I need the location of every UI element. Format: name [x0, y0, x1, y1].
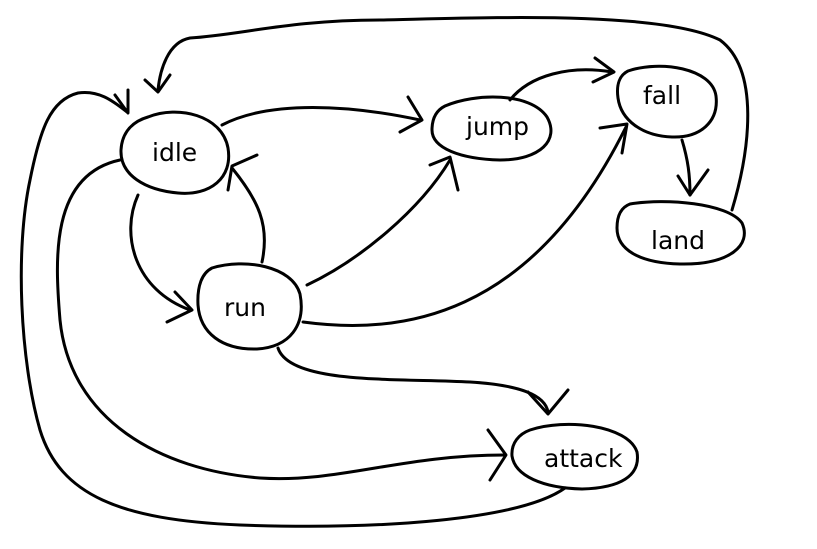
arrow-run-to-idle-line [230, 166, 266, 264]
state-run-outline [196, 262, 303, 351]
arrow-idle-to-attack-line [55, 158, 507, 481]
arrow-land-to-idle-head [143, 73, 172, 94]
arrow-fall-to-land-line [680, 138, 692, 197]
state-fall-outline [616, 64, 718, 139]
arrow-run-to-jump-head [428, 155, 460, 192]
arrow-idle-to-attack-head [486, 428, 508, 482]
arrow-idle-to-jump-line [220, 106, 422, 127]
state-idle-outline [119, 110, 231, 195]
state-fall: fall [616, 64, 718, 139]
arrow-jump-to-fall-head [591, 56, 616, 84]
arrow-run-to-fall-head [598, 122, 629, 155]
arrow-idle-to-jump [220, 95, 424, 134]
arrow-attack-to-idle-line [19, 90, 567, 528]
arrow-attack-to-idle-head [113, 88, 130, 115]
state-jump: jump [430, 95, 553, 162]
arrow-attack-to-idle [19, 88, 567, 528]
arrow-jump-to-fall [508, 56, 616, 102]
arrow-jump-to-fall-line [508, 68, 614, 102]
state-run-label: run [224, 293, 266, 322]
state-land-outline [615, 200, 746, 266]
arrow-run-to-fall-line [301, 125, 628, 327]
state-idle-label: idle [152, 138, 197, 167]
state-jump-label: jump [465, 112, 529, 141]
arrow-run-to-attack-head [526, 388, 570, 416]
state-attack-label: attack [544, 444, 623, 473]
arrow-fall-to-land-head [676, 168, 710, 197]
arrow-run-to-attack-line [276, 346, 550, 414]
arrow-idle-to-run [129, 193, 194, 324]
arrow-idle-to-jump-head [398, 95, 424, 134]
arrow-run-to-idle-head [226, 153, 259, 192]
arrow-idle-to-attack [55, 158, 508, 482]
arrow-idle-to-run-line [129, 193, 192, 312]
arrow-land-to-idle-line [156, 16, 750, 212]
arrow-run-to-attack [276, 346, 570, 416]
state-attack: attack [510, 422, 639, 491]
arrow-fall-to-land [676, 138, 710, 197]
state-jump-outline [430, 95, 553, 162]
arrow-land-to-idle [143, 16, 750, 212]
arrow-run-to-fall [301, 122, 629, 327]
arrow-run-to-idle [226, 153, 266, 264]
state-run: run [196, 262, 303, 351]
state-attack-outline [510, 422, 639, 491]
state-idle: idle [119, 110, 231, 195]
arrow-run-to-jump-line [305, 158, 452, 287]
arrow-run-to-jump [305, 155, 460, 287]
arrow-idle-to-run-head [165, 290, 194, 324]
state-land-label: land [651, 226, 705, 255]
state-fall-label: fall [643, 81, 681, 110]
state-land: land [615, 200, 746, 266]
